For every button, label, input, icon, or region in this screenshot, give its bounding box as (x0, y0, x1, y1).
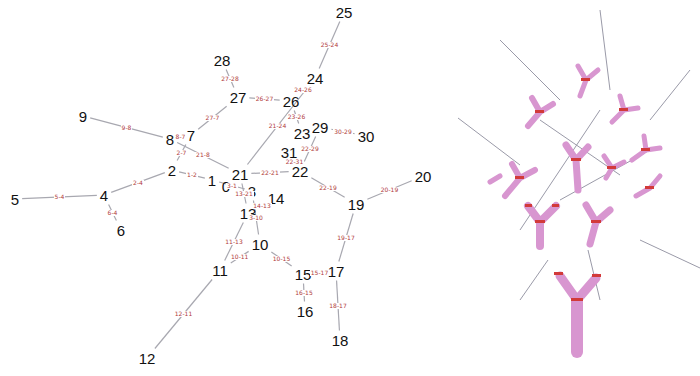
graph-node: 23 (292, 125, 313, 142)
graph-node: 4 (98, 187, 110, 204)
graph-node: 2 (166, 162, 178, 179)
edge-line (311, 178, 344, 198)
graph-node: 30 (356, 128, 377, 145)
node-number: 29 (312, 119, 329, 136)
graph-node: 6 (115, 222, 127, 239)
edge-line (231, 251, 249, 263)
node-number: 20 (415, 168, 432, 185)
edge-label: 8-7 (175, 134, 187, 140)
edge-label: 19-17 (336, 235, 355, 241)
edge-label: 22-19 (318, 185, 337, 191)
node-number: 5 (11, 191, 19, 208)
node-number: 28 (214, 52, 231, 69)
edge-label: 27-28 (220, 76, 239, 82)
graph-node: 12 (137, 350, 158, 367)
graph-node: 26 (281, 93, 302, 110)
edge-label: 18-17 (328, 303, 347, 309)
graph-node: 27 (228, 89, 249, 106)
node-number: 9 (79, 108, 87, 125)
graph-node: 1 (206, 172, 218, 189)
edge-line (271, 252, 291, 266)
edge-label: 20-19 (380, 187, 399, 193)
edge-label: 21-24 (268, 123, 287, 129)
edge-line (331, 129, 354, 134)
node-number: 22 (292, 163, 309, 180)
node-number: 21 (232, 166, 249, 183)
edge-label: 16-15 (294, 290, 313, 296)
node-number: 19 (348, 196, 365, 213)
node-number: 30 (358, 128, 375, 145)
edge-label: 15-17 (310, 270, 329, 276)
edge-label: 3-10 (248, 215, 264, 221)
node-number: 10 (252, 236, 269, 253)
graph-node: 9 (77, 108, 89, 125)
edge-label: 6-4 (107, 210, 119, 216)
node-number: 12 (139, 350, 156, 367)
edge-label: 27-7 (205, 115, 221, 121)
edge-label: 2-4 (132, 180, 144, 186)
edge-label: 22-29 (300, 146, 319, 152)
node-number: 8 (166, 131, 174, 148)
graph-node: 19 (346, 196, 367, 213)
graph-node: 7 (185, 127, 197, 144)
edge-label: 30-29 (333, 129, 352, 135)
edge-label: 1-2 (186, 172, 198, 178)
graph-node: 29 (310, 119, 331, 136)
edge-label: 11-13 (224, 239, 243, 245)
node-number: 1 (208, 172, 216, 189)
node-number: 24 (307, 70, 324, 87)
edge-label: 14-13 (252, 203, 271, 209)
edge-line (319, 22, 340, 69)
graph-node: 28 (212, 52, 233, 69)
graph-node: 11 (210, 262, 230, 279)
edge-label: 21-8 (195, 152, 211, 158)
edge-label: 23-26 (287, 114, 306, 120)
edge-line (179, 172, 205, 178)
edge-label: 22-21 (260, 170, 279, 176)
edge-label: 24-26 (293, 87, 312, 93)
edge-label: 22-31 (285, 159, 304, 165)
graph-node: 25 (334, 4, 355, 21)
node-number: 18 (332, 332, 349, 349)
edge-line (367, 181, 411, 200)
graph-node: 24 (305, 70, 326, 87)
edge-line (155, 280, 212, 349)
graph-node: 18 (330, 332, 351, 349)
node-number: 25 (336, 4, 353, 21)
graph-node: 16 (295, 303, 316, 320)
edge-line (198, 106, 226, 129)
node-number: 23 (294, 125, 311, 142)
node-number: 2 (168, 162, 176, 179)
edge-label: 12-11 (174, 311, 193, 317)
edge-label: 26-27 (255, 96, 274, 102)
edge-label: 5-4 (54, 194, 66, 200)
edge-line (111, 173, 165, 193)
graph-node: 20 (413, 168, 434, 185)
node-number: 4 (100, 187, 108, 204)
edge-label: 3-1 (226, 183, 238, 189)
node-number: 27 (230, 89, 247, 106)
edge-label: 10-11 (230, 254, 249, 260)
graph-node: 22 (290, 163, 311, 180)
graph-node: 10 (250, 236, 271, 253)
node-number: 7 (187, 127, 195, 144)
edge-label: 13-21 (234, 191, 253, 197)
edge-label: 2-7 (176, 150, 188, 156)
node-number: 17 (328, 263, 345, 280)
node-number: 16 (297, 303, 314, 320)
node-number: 6 (117, 222, 125, 239)
edge-label: 9-8 (121, 125, 133, 131)
edge-line (90, 118, 163, 137)
node-number: 26 (283, 93, 300, 110)
edge-label: 10-15 (272, 256, 291, 262)
graph-node: 21 (230, 166, 251, 183)
edge-label: 25-24 (320, 42, 339, 48)
graph-node: 5 (9, 191, 21, 208)
node-number: 11 (212, 262, 228, 279)
